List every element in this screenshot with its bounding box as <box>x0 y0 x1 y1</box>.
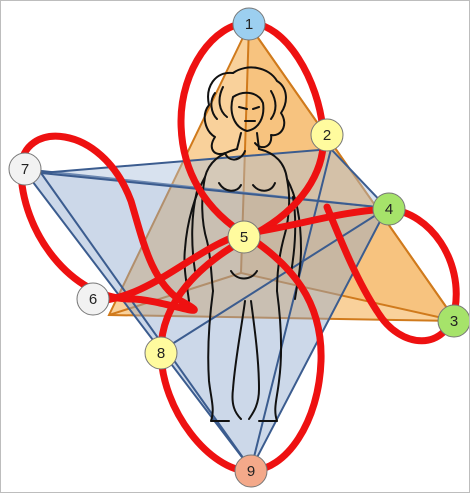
node-4: 4 <box>373 193 405 225</box>
node-1: 1 <box>233 8 265 40</box>
node-7: 7 <box>9 153 41 185</box>
node-9: 9 <box>235 455 267 487</box>
node-4-label: 4 <box>385 201 393 218</box>
node-8: 8 <box>145 337 177 369</box>
node-5-label: 5 <box>240 229 248 246</box>
node-8-label: 8 <box>157 345 165 362</box>
node-5: 5 <box>228 221 260 253</box>
node-1-label: 1 <box>245 16 253 33</box>
node-2: 2 <box>311 119 343 151</box>
node-2-label: 2 <box>323 127 331 144</box>
node-6: 6 <box>77 283 109 315</box>
node-3-label: 3 <box>450 313 458 330</box>
node-6-label: 6 <box>89 291 97 308</box>
node-3: 3 <box>438 305 469 337</box>
node-7-label: 7 <box>21 161 29 178</box>
node-9-label: 9 <box>247 463 255 480</box>
